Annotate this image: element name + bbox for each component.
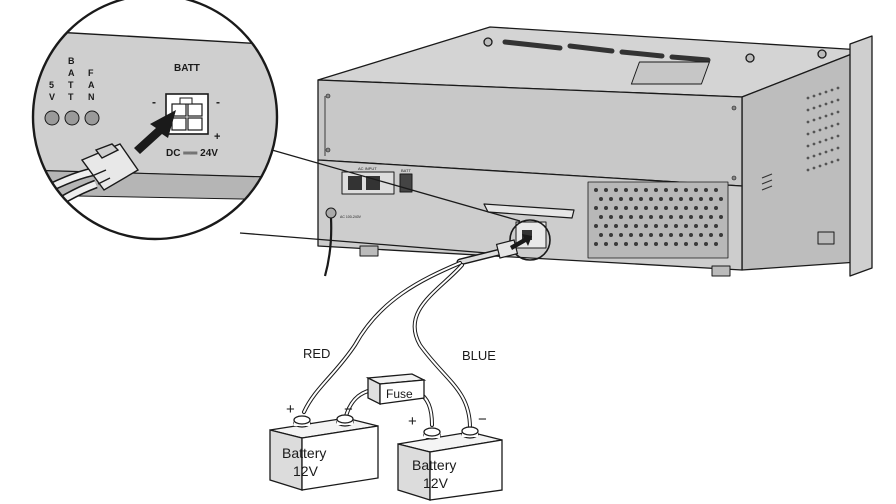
chassis-screw xyxy=(745,53,755,63)
svg-text:B: B xyxy=(68,56,75,66)
svg-text:A: A xyxy=(68,68,75,78)
battery-1-minus-sign: − xyxy=(344,401,353,418)
led-batt xyxy=(64,110,80,126)
svg-text:A: A xyxy=(88,80,95,90)
inset-dc-rating: DC ══ 24V xyxy=(166,148,218,159)
red-wire-label: RED xyxy=(303,346,330,361)
inset-batt-header: BATT xyxy=(174,63,200,74)
inset-magnified-view xyxy=(33,0,277,239)
battery-1-plus-sign: + xyxy=(286,401,295,418)
inset-minus-right: - xyxy=(216,95,220,109)
rear-label-ac-sub: AC 100-240V xyxy=(340,215,362,219)
server-chassis xyxy=(317,26,873,277)
chassis-feet xyxy=(359,231,835,277)
blue-wire-label: BLUE xyxy=(462,348,496,363)
callout-port-ring xyxy=(509,219,551,261)
chassis-screw xyxy=(483,37,493,47)
side-vent-pattern xyxy=(806,86,840,172)
svg-text:N: N xyxy=(88,92,95,102)
svg-text:T: T xyxy=(68,92,74,102)
battery-2-plus-sign: + xyxy=(408,413,417,430)
fuse-label: Fuse xyxy=(386,387,413,401)
blue-lead xyxy=(412,263,472,430)
battery-2 xyxy=(397,426,503,501)
battery-1-voltage: 12V xyxy=(293,463,319,479)
side-panel-slots xyxy=(761,173,773,191)
led-5v xyxy=(44,110,60,126)
rear-vent-grille xyxy=(587,181,729,259)
led-label-batt: B A T T xyxy=(68,56,75,102)
led-label-5v: 5 V xyxy=(49,80,55,102)
chassis-top-vent-plate xyxy=(630,61,710,85)
rear-label-ac: AC INPUT xyxy=(358,166,377,171)
battery-2-voltage: 12V xyxy=(423,475,449,491)
chassis-screw xyxy=(817,49,827,59)
rear-vent-holes xyxy=(594,188,723,246)
rear-label-batt: BATT xyxy=(401,168,411,173)
svg-text:V: V xyxy=(49,92,55,102)
svg-text:5: 5 xyxy=(49,80,54,90)
battery-1-name: Battery xyxy=(282,445,326,461)
chassis-handle xyxy=(483,203,575,219)
chassis-rack-ear xyxy=(849,35,873,277)
inset-plus: + xyxy=(214,131,220,143)
svg-text:F: F xyxy=(88,68,94,78)
svg-text:T: T xyxy=(68,80,74,90)
inset-minus-left: - xyxy=(152,95,156,109)
ground-post xyxy=(325,207,337,219)
chassis-top-logo xyxy=(502,39,711,63)
led-label-fan: F A N xyxy=(88,68,95,102)
insert-arrow-icon xyxy=(134,110,176,154)
callout-leader-lines xyxy=(239,149,521,256)
inset-frame xyxy=(31,0,279,241)
fuse xyxy=(365,373,427,406)
battery-2-minus-sign: − xyxy=(478,411,487,428)
battery-1 xyxy=(269,414,379,491)
led-fan xyxy=(84,110,100,126)
battery-2-name: Battery xyxy=(412,457,456,473)
